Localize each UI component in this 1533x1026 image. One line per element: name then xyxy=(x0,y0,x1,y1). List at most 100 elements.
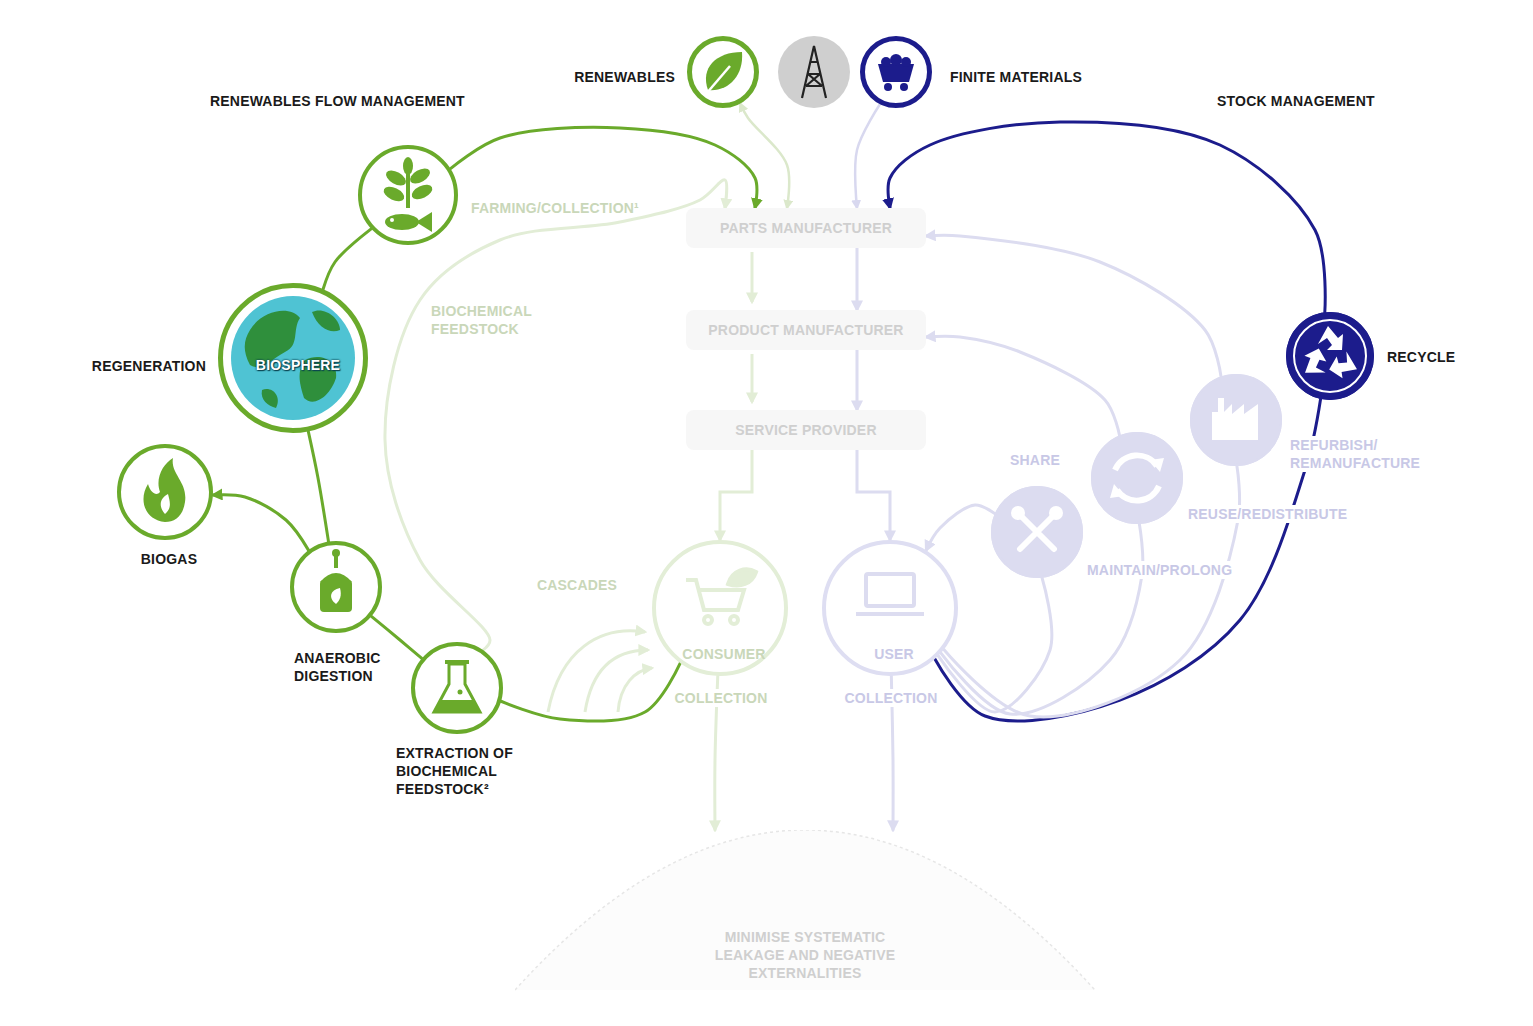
laptop-icon xyxy=(856,612,924,616)
node-label: MINIMISE SYSTEMATIC LEAKAGE AND NEGATIVE… xyxy=(695,928,915,982)
mine-cart-icon xyxy=(878,54,914,91)
node-label: FARMING/COLLECTION¹ xyxy=(471,199,639,217)
flask-icon xyxy=(445,660,469,664)
reuse-icon xyxy=(1091,432,1183,524)
node-label: PARTS MANUFACTURER xyxy=(720,219,892,237)
wrench-icon xyxy=(1049,506,1063,520)
wrench-icon xyxy=(991,486,1083,578)
digester-icon xyxy=(320,573,352,582)
flow-arrow xyxy=(308,431,328,541)
cascade-arrows xyxy=(548,631,652,712)
laptop-icon xyxy=(866,574,914,606)
recycle-icon xyxy=(1318,326,1343,350)
farming-icon xyxy=(385,214,419,230)
cart-icon xyxy=(730,616,738,624)
flask-icon xyxy=(458,690,463,695)
mine-cart-icon xyxy=(890,54,902,66)
digestion-circle: ANAEROBIC DIGESTION xyxy=(290,541,382,633)
flow-arrow xyxy=(856,350,859,410)
wrench-icon xyxy=(991,486,1083,578)
consumer-circle: CONSUMER xyxy=(652,540,788,676)
farming-icon xyxy=(390,218,394,222)
farming-icon xyxy=(403,157,413,175)
node-label: BIOSPHERE xyxy=(256,356,340,374)
section-label: SHARE xyxy=(1010,451,1060,469)
wrench-icon xyxy=(1011,506,1025,520)
maintain-circle: MAINTAIN/PROLONG xyxy=(991,486,1083,578)
flow-arrow xyxy=(501,663,680,721)
flow-arrow xyxy=(941,524,1143,714)
node-label: REFURBISH/ REMANUFACTURE xyxy=(1287,436,1443,472)
section-label: COLLECTION xyxy=(672,689,771,707)
mine-cart-icon xyxy=(900,83,908,91)
flow-arrow xyxy=(856,248,859,310)
recycle-circle: RECYCLE xyxy=(1286,312,1374,400)
flow-arrow xyxy=(888,122,1325,312)
section-label: STOCK MANAGEMENT xyxy=(1217,92,1375,110)
section-label: CASCADES xyxy=(537,576,617,594)
flow-arrow xyxy=(740,104,789,208)
flame-icon xyxy=(143,458,185,522)
flow-arrow xyxy=(926,505,995,550)
flask-icon xyxy=(434,664,480,712)
flow-arrow xyxy=(385,180,727,650)
cascade-arrows xyxy=(618,668,652,712)
digester-icon xyxy=(320,549,352,612)
farming-icon xyxy=(381,184,406,204)
oil-rig-icon xyxy=(802,46,826,98)
flow-arrow xyxy=(857,450,890,540)
process-box: PARTS MANUFACTURER xyxy=(686,208,926,248)
flow-label: BIOCHEMICAL FEEDSTOCK xyxy=(431,302,551,338)
globe-icon xyxy=(231,296,355,420)
mine-cart-icon xyxy=(901,57,911,67)
flame-icon xyxy=(143,458,185,522)
node-label: FINITE MATERIALS xyxy=(950,68,1082,86)
biogas-circle: BIOGAS xyxy=(117,444,213,540)
cascade-arrows xyxy=(548,631,645,712)
flow-arrow xyxy=(720,450,752,540)
flow-arrow xyxy=(323,229,371,289)
mine-cart-icon xyxy=(881,57,891,67)
node-label: RENEWABLES xyxy=(574,68,675,86)
flask-icon xyxy=(434,700,480,712)
section-label: RENEWABLES FLOW MANAGEMENT xyxy=(210,92,465,110)
reuse-circle: REUSE/REDISTRIBUTE xyxy=(1091,432,1183,524)
farming-icon xyxy=(416,212,432,232)
reuse-icon xyxy=(1110,458,1164,498)
recycle-icon xyxy=(1286,312,1374,400)
oil-rig-icon xyxy=(778,36,850,108)
node-label: REUSE/REDISTRIBUTE xyxy=(1185,505,1350,523)
flow-column-arrows xyxy=(751,354,754,402)
process-box: PRODUCT MANUFACTURER xyxy=(686,310,926,350)
leakage-region: MINIMISE SYSTEMATIC LEAKAGE AND NEGATIVE… xyxy=(515,830,1095,1026)
flow-arrow xyxy=(855,104,880,208)
renewables-icon xyxy=(706,66,730,94)
flask-icon xyxy=(434,660,480,712)
biosphere-circle: BIOSPHEREREGENERATION xyxy=(218,283,368,433)
oil-rig-icon xyxy=(778,36,850,108)
flow-arrow xyxy=(926,235,1221,376)
laptop-icon xyxy=(856,574,924,614)
node-label: MAINTAIN/PROLONG xyxy=(1084,561,1235,579)
flow-arrow xyxy=(213,495,309,550)
factory-icon xyxy=(1190,374,1282,466)
extraction-circle: EXTRACTION OF BIOCHEMICAL FEEDSTOCK² xyxy=(411,642,503,734)
finite-materials-circle: FINITE MATERIALS xyxy=(860,36,932,108)
flame-icon xyxy=(161,494,170,514)
refurbish-circle: REFURBISH/ REMANUFACTURE xyxy=(1190,374,1282,466)
wrench-icon xyxy=(1020,515,1054,549)
cart-icon xyxy=(728,569,756,585)
recycle-icon xyxy=(1298,348,1331,382)
mine-cart-icon xyxy=(878,64,914,82)
digester-icon xyxy=(320,580,352,612)
globe-icon xyxy=(231,296,355,420)
globe-icon xyxy=(312,310,340,331)
recycle-icon xyxy=(1294,320,1366,392)
farming-icon xyxy=(409,182,434,202)
globe-icon xyxy=(262,389,278,408)
flow-column-arrows xyxy=(751,252,754,302)
recycle-icon xyxy=(1298,326,1362,382)
factory-icon xyxy=(1212,398,1258,440)
recycle-icon xyxy=(1329,349,1362,383)
